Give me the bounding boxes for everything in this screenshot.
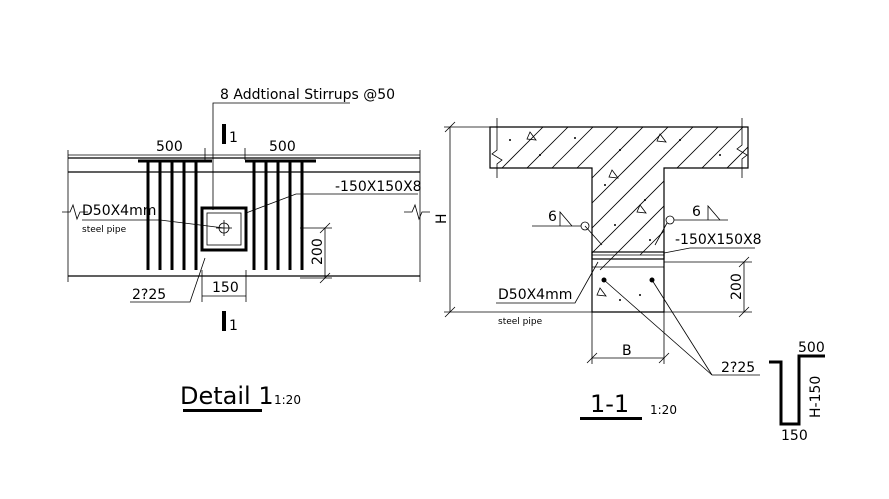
detail1-top-dimensions: 500 500 [68, 139, 420, 160]
section-plate-leader [663, 247, 755, 254]
svg-text:B: B [622, 343, 632, 359]
detail1-steel-plate [200, 206, 248, 252]
stirrups-right-group [245, 159, 316, 270]
dim-right-500: 500 [269, 139, 296, 155]
section-title-underline [580, 417, 642, 420]
detail1-dim-200: 200 [300, 222, 332, 284]
section-plate-label: -150X150X8 [675, 232, 762, 248]
svg-text:150: 150 [212, 280, 239, 296]
section-1-1: H 6 6 -150X150X8 D50X4mm steel pipe [434, 118, 762, 420]
svg-text:H: H [434, 213, 450, 224]
section-bar-leader: 2?25 [603, 279, 760, 376]
svg-text:200: 200 [729, 273, 745, 300]
section-steel-plate [591, 251, 665, 268]
dim-left-500: 500 [156, 139, 183, 155]
svg-text:6: 6 [692, 204, 701, 220]
detail1-dim-150: 150 [201, 270, 247, 302]
section-dim-200: 200 [664, 256, 752, 318]
stirrup-side-dim: H-150 [808, 376, 824, 418]
svg-text:200: 200 [310, 238, 326, 265]
detail-1: 8 Addtional Stirrups @50 1 1 500 500 [62, 87, 430, 412]
section-pipe-note: steel pipe [498, 317, 543, 327]
section-dim-b: B [586, 312, 670, 364]
section-cut-mark-bottom: 1 [222, 311, 238, 334]
plate-leader [245, 193, 418, 214]
detail1-plate-label: -150X150X8 [335, 179, 422, 195]
svg-text:2?25: 2?25 [721, 360, 755, 376]
section-dim-h: H [434, 121, 592, 318]
stirrups-leader [212, 102, 350, 210]
bar-leader [130, 257, 206, 303]
section-scale: 1:20 [650, 403, 677, 417]
pipe-leader [82, 219, 225, 229]
svg-text:1: 1 [229, 130, 238, 146]
detail1-title: Detail 1 [180, 382, 274, 410]
svg-text:1: 1 [229, 318, 238, 334]
stirrups-label: 8 Addtional Stirrups @50 [220, 87, 395, 103]
stirrup-bottom-dim: 150 [781, 428, 808, 444]
section-pipe-leader [496, 261, 599, 304]
section-pipe-label: D50X4mm [498, 287, 572, 303]
concrete-hatch [490, 127, 748, 301]
t-section-outline [489, 126, 749, 313]
svg-text:6: 6 [548, 209, 557, 225]
section-title: 1-1 [590, 390, 629, 418]
stirrups-left-group [138, 159, 212, 270]
detail1-title-underline [183, 409, 262, 412]
detail1-bar-label: 2?25 [132, 287, 166, 303]
stirrup-top-dim: 500 [798, 340, 825, 356]
detail1-pipe-note: steel pipe [82, 225, 127, 235]
detail1-pipe-label: D50X4mm [82, 203, 156, 219]
weld-symbol-right: 6 [654, 204, 728, 246]
weld-symbol-left: 6 [532, 209, 603, 246]
detail1-scale: 1:20 [274, 393, 301, 407]
section-cut-mark-top: 1 [222, 124, 238, 146]
stirrup-shape-detail: 500 H-150 150 [769, 340, 825, 444]
detail1-beam-outline [62, 150, 430, 282]
